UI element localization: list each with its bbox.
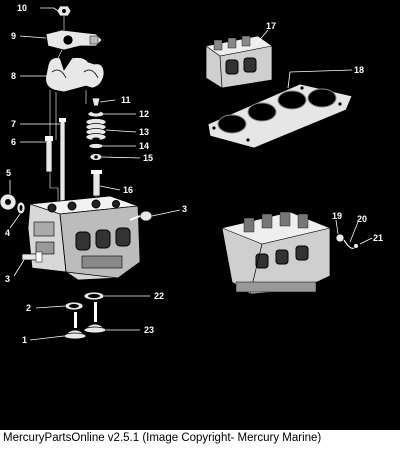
part-22-valve-seat[interactable] xyxy=(83,291,105,301)
callout-3-right: 3 xyxy=(182,204,187,214)
callout-14: 14 xyxy=(139,141,149,151)
callout-8: 8 xyxy=(11,71,16,81)
callout-16: 16 xyxy=(123,185,133,195)
part-4-seal-ring[interactable] xyxy=(16,201,26,215)
exploded-parts-diagram: 10 9 8 7 6 11 12 13 14 15 16 3 5 4 3 2 2… xyxy=(0,3,383,345)
part-3-bolt-right[interactable] xyxy=(129,210,153,222)
part-2-valve-seat[interactable] xyxy=(64,301,84,311)
callout-9: 9 xyxy=(11,31,16,41)
part-11-valve-keeper[interactable] xyxy=(91,97,101,107)
callout-11: 11 xyxy=(121,95,131,105)
callout-2: 2 xyxy=(26,303,31,313)
part-8-rocker-bracket[interactable] xyxy=(45,57,105,93)
part-9-rocker-arm[interactable] xyxy=(45,29,103,51)
part-19-sensor-body[interactable] xyxy=(335,233,345,243)
caption-bar: MercuryPartsOnline v2.5.1 (Image Copyrig… xyxy=(0,430,400,449)
callout-10: 10 xyxy=(17,3,27,13)
callout-13: 13 xyxy=(139,127,149,137)
callout-23: 23 xyxy=(144,325,154,335)
part-6-lifter[interactable] xyxy=(45,135,53,173)
part-13-valve-spring[interactable] xyxy=(85,118,107,141)
part-7-push-rod[interactable] xyxy=(59,117,66,209)
part-1-valve[interactable] xyxy=(63,312,87,340)
copyright-caption: MercuryPartsOnline v2.5.1 (Image Copyrig… xyxy=(3,432,322,444)
callout-21: 21 xyxy=(373,233,383,243)
part-14-spring-seat[interactable] xyxy=(88,143,104,149)
part-15-valve-seal[interactable] xyxy=(89,153,103,161)
callout-7: 7 xyxy=(11,119,16,129)
part-5-plug[interactable] xyxy=(0,193,17,211)
cylinder-head-installed[interactable] xyxy=(221,211,331,295)
part-10-nut[interactable] xyxy=(56,5,72,17)
cylinder-head[interactable] xyxy=(27,195,141,281)
part-20-sensor-wire[interactable] xyxy=(343,239,355,249)
callout-1: 1 xyxy=(22,335,27,345)
part-21-sensor-connector[interactable] xyxy=(353,243,359,249)
part-23-valve[interactable] xyxy=(83,302,107,334)
part-16-valve-guide[interactable] xyxy=(91,169,102,197)
callout-20: 20 xyxy=(357,214,367,224)
callout-17: 17 xyxy=(266,21,276,31)
callout-3-left: 3 xyxy=(5,274,10,284)
part-18-head-gasket[interactable] xyxy=(207,83,353,149)
callout-4: 4 xyxy=(5,228,10,238)
callout-22: 22 xyxy=(154,291,164,301)
part-12-spring-retainer[interactable] xyxy=(87,110,105,118)
part-17-cylinder-head-small[interactable] xyxy=(205,35,273,89)
callout-12: 12 xyxy=(139,109,149,119)
callout-15: 15 xyxy=(143,153,153,163)
callout-18: 18 xyxy=(354,65,364,75)
part-3-bolt-left[interactable] xyxy=(21,251,43,263)
callout-5: 5 xyxy=(6,168,11,178)
callout-19: 19 xyxy=(332,211,342,221)
callout-6: 6 xyxy=(11,137,16,147)
